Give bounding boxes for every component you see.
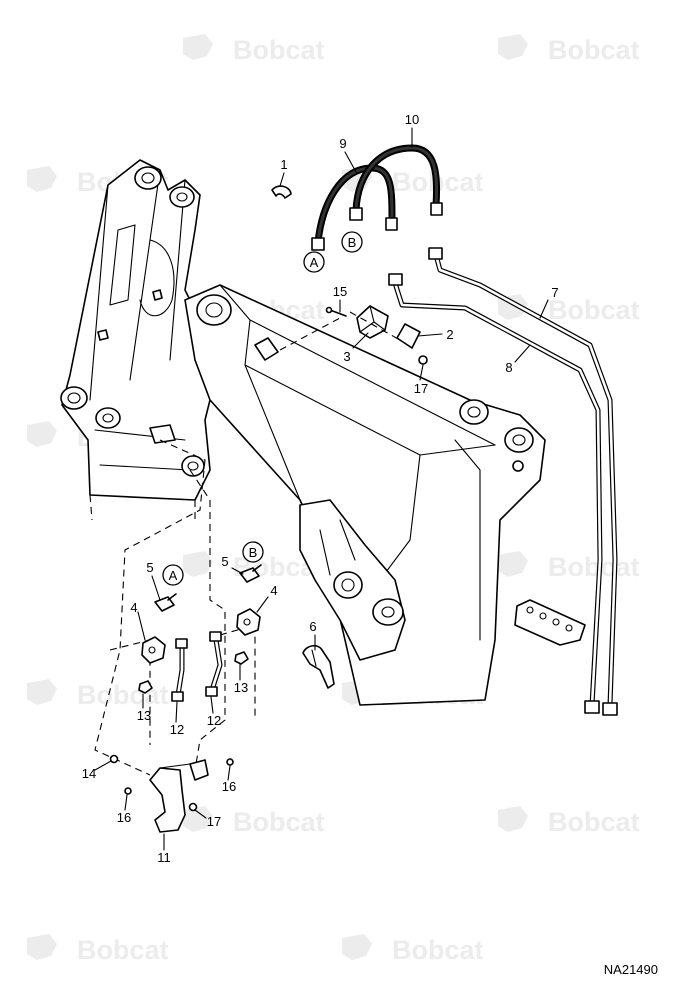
part-13-nut-b (234, 651, 249, 665)
hose-fitting (349, 207, 363, 221)
callout-7: 7 (551, 285, 558, 300)
watermark-16: Bobcat (342, 934, 484, 965)
callout-4-left: 4 (130, 600, 137, 615)
svg-text:B: B (348, 235, 357, 250)
svg-text:Bobcat: Bobcat (233, 35, 325, 65)
svg-text:B: B (249, 545, 258, 560)
hose-fitting (430, 202, 443, 216)
pivot-eye (181, 455, 205, 477)
part-3-bracket (356, 305, 389, 339)
front-pivot (459, 399, 489, 425)
watermark-14: Bobcat (498, 806, 640, 837)
part-17-nut-bottom (188, 802, 198, 812)
callout-14: 14 (82, 766, 96, 781)
watermark-6: Bobcat (498, 294, 640, 325)
callout-16-left: 16 (117, 810, 131, 825)
svg-text:A: A (310, 255, 319, 270)
part-6-coupler (302, 644, 335, 689)
part-11-bracket (149, 759, 209, 833)
callout-10: 10 (405, 112, 419, 127)
svg-text:Bobcat: Bobcat (233, 807, 325, 837)
callout-5-left: 5 (146, 560, 153, 575)
svg-text:Bobcat: Bobcat (392, 935, 484, 965)
svg-text:A: A (169, 568, 178, 583)
callout-13-right: 13 (234, 680, 248, 695)
boom-pivot (196, 294, 232, 326)
pivot-eye (169, 186, 195, 208)
part-4-valve-b (236, 608, 261, 636)
drawing-code: NA21490 (604, 962, 658, 977)
svg-text:Bobcat: Bobcat (548, 807, 640, 837)
pivot-eye (95, 407, 121, 429)
watermark-10: Bobcat (498, 551, 640, 582)
callout-3: 3 (343, 349, 350, 364)
pivot-eye (134, 166, 162, 190)
part-4-valve-a (141, 636, 166, 664)
arm-main-boom (184, 284, 546, 706)
connector-a-bottom: A (162, 564, 184, 586)
part-12-tube-a (171, 638, 188, 702)
callout-13-left: 13 (137, 708, 151, 723)
hose-10 (349, 144, 443, 221)
callout-17-bottom: 17 (207, 814, 221, 829)
boom-slot (254, 337, 279, 361)
connector-b-bottom: B (242, 541, 264, 563)
callout-5-right: 5 (221, 554, 228, 569)
part-1-clip (271, 185, 292, 199)
callout-16-right: 16 (222, 779, 236, 794)
part-12-tube-b (205, 631, 223, 697)
hose-fitting (385, 217, 398, 231)
part-16-bolt-a (124, 787, 132, 795)
svg-text:Bobcat: Bobcat (548, 552, 640, 582)
leader-lines (94, 127, 549, 851)
part-2-plate (396, 323, 421, 349)
watermark-11: Bobcat (27, 679, 169, 710)
callout-2: 2 (446, 327, 453, 342)
front-pivot (504, 427, 534, 453)
callout-1: 1 (280, 157, 287, 172)
part-13-nut-a (138, 680, 153, 694)
callout-11: 11 (157, 850, 171, 865)
part-17-nut-top (418, 355, 428, 365)
callout-4-right: 4 (270, 583, 277, 598)
svg-text:Bobcat: Bobcat (77, 935, 169, 965)
callout-17-top: 17 (414, 381, 428, 396)
connector-b-top: B (341, 231, 363, 253)
watermark-1: Bobcat (183, 34, 325, 65)
lift-arm-assembly (60, 159, 546, 706)
part-5-fitting-a (154, 593, 177, 612)
part-15-bolt (325, 306, 347, 317)
callout-12-left: 12 (170, 722, 184, 737)
connector-a-top: A (303, 251, 325, 273)
callout-15: 15 (333, 284, 347, 299)
watermark-13: Bobcat (183, 806, 325, 837)
part-16-bolt-b (226, 758, 234, 766)
tube-7 (428, 247, 618, 716)
callout-8: 8 (505, 360, 512, 375)
callout-6: 6 (309, 619, 316, 634)
hose-fitting (311, 237, 325, 251)
callout-12-right: 12 (207, 713, 221, 728)
tube-8 (388, 273, 603, 714)
svg-text:Bobcat: Bobcat (548, 35, 640, 65)
pivot-eye (60, 386, 88, 410)
watermark-15: Bobcat (27, 934, 169, 965)
watermark-2: Bobcat (498, 34, 640, 65)
svg-text:Bobcat: Bobcat (77, 680, 169, 710)
part-5-fitting-b (239, 564, 262, 583)
svg-text:Bobcat: Bobcat (548, 295, 640, 325)
wedge-block (149, 424, 176, 444)
part-14-bolt (109, 754, 119, 764)
tube-clamp-block (514, 599, 586, 646)
callout-9: 9 (339, 136, 346, 151)
callout-numbers: 1 9 10 15 3 2 17 7 8 5 5 4 4 6 13 13 12 … (82, 112, 559, 865)
